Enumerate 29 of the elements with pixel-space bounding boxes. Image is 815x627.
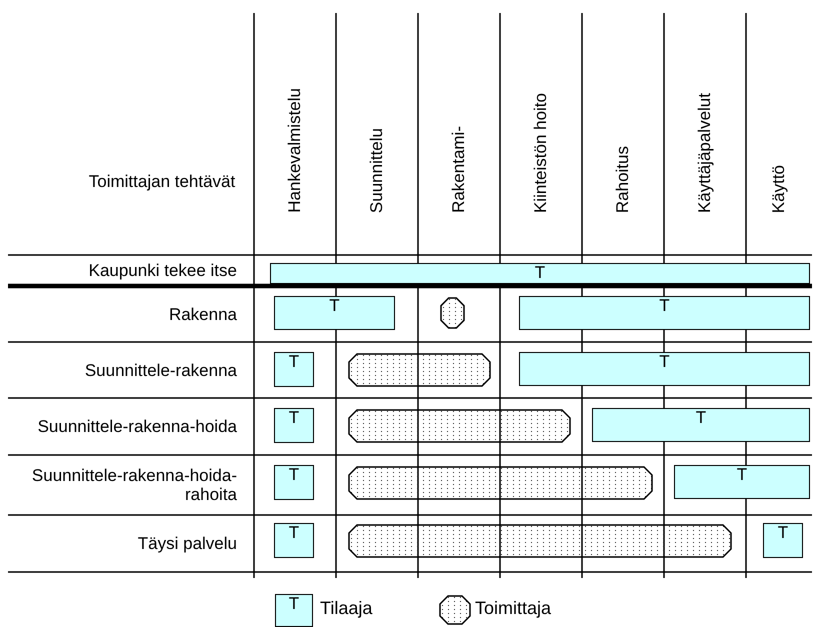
column-heading: Käyttäjäpalvelut bbox=[695, 92, 715, 213]
row-label: Suunnittele-rakenna-hoida bbox=[36, 417, 237, 436]
column-heading: Rahoitus bbox=[613, 146, 633, 213]
row-label: Rakenna bbox=[168, 304, 237, 324]
task-bar: T bbox=[763, 523, 803, 558]
task-bar: T bbox=[274, 352, 314, 387]
column-heading: Suunnittelu bbox=[367, 128, 387, 213]
row-label: Suunnittele-rakenna bbox=[84, 360, 237, 380]
task-bar: T bbox=[274, 465, 314, 500]
column-heading: Toimittajan tehtävät bbox=[88, 172, 236, 191]
task-bar: T bbox=[274, 523, 314, 558]
task-bar: T bbox=[274, 296, 395, 330]
task-bar: T bbox=[519, 352, 810, 386]
column-heading: Kiinteistön hoito bbox=[531, 92, 551, 213]
legend-swatch: T bbox=[275, 594, 313, 627]
column-heading: Hankevalmistelu bbox=[285, 88, 305, 213]
dotted-octagon bbox=[441, 298, 464, 328]
row-label: Täysi palvelu bbox=[136, 534, 237, 553]
column-heading: Rakentami- bbox=[449, 126, 469, 213]
column-heading: Käyttö bbox=[769, 164, 789, 213]
task-bar: T bbox=[270, 263, 810, 284]
legend-label: Toimittaja bbox=[475, 598, 552, 619]
task-bar: T bbox=[274, 408, 314, 443]
task-bar: T bbox=[519, 296, 810, 330]
row-label: Suunnittele-rakenna-hoida-rahoita bbox=[30, 466, 237, 504]
task-bar: T bbox=[592, 408, 810, 442]
row-label: Kaupunki tekee itse bbox=[88, 261, 237, 280]
task-bar: T bbox=[674, 465, 810, 499]
legend-label: Tilaaja bbox=[320, 598, 372, 619]
